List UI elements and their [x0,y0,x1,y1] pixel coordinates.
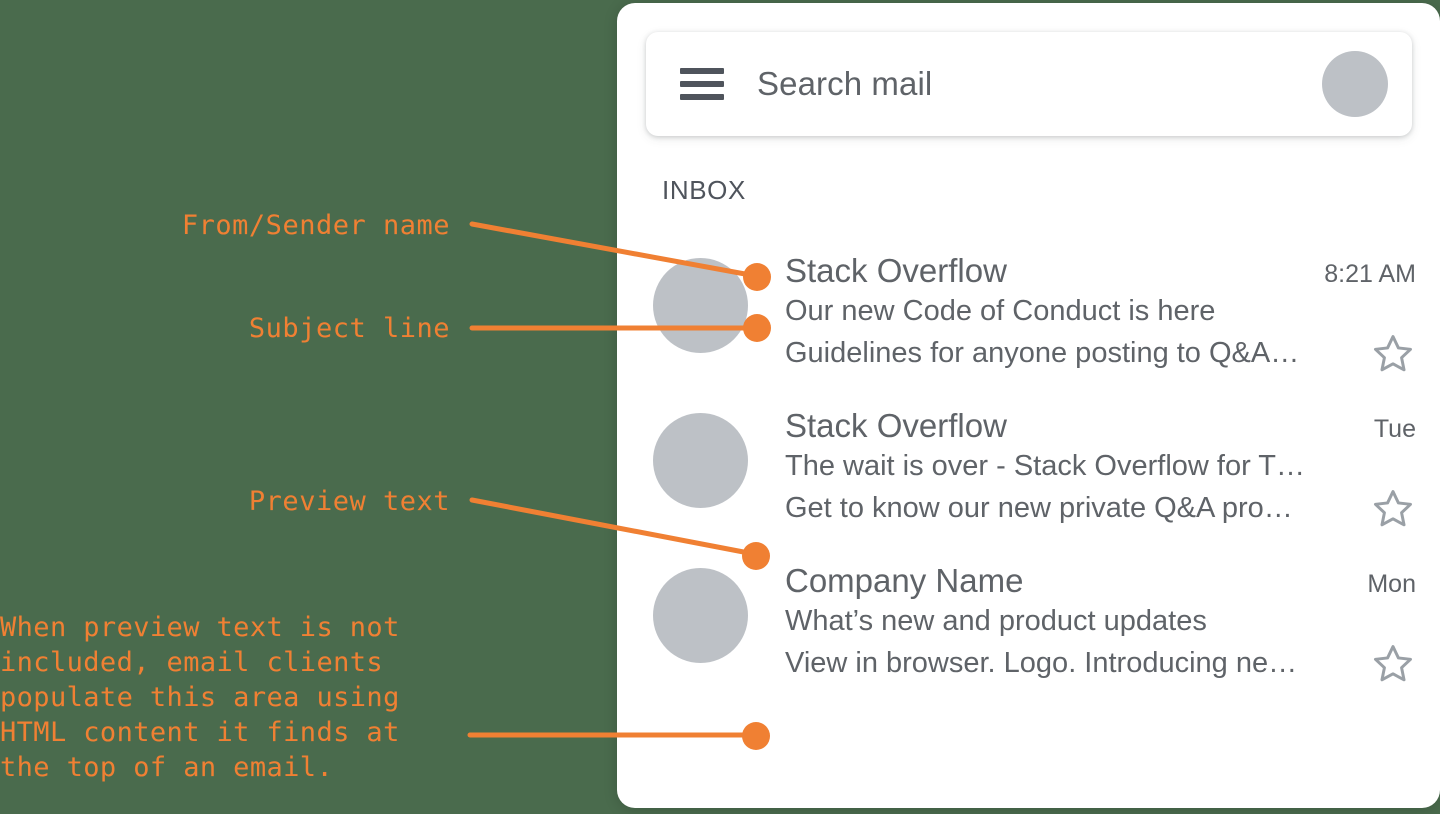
email-sender: Stack Overflow [785,407,1007,444]
hamburger-bar-3 [680,94,724,100]
email-subject: Our new Code of Conduct is here [785,295,1216,327]
email-header-line: Stack Overflow Tue [785,407,1424,445]
email-list-item[interactable]: Company Name Mon What’s new and product … [617,545,1440,700]
account-avatar[interactable] [1322,51,1388,117]
email-header-line: Stack Overflow 8:21 AM [785,252,1424,290]
star-icon[interactable] [1372,487,1414,529]
annotation-subject-line: Subject line [248,313,450,344]
annotation-from-sender: From/Sender name [181,210,450,241]
hamburger-bar-1 [680,68,724,74]
email-timestamp: Tue [1373,415,1416,443]
email-subject: What’s new and product updates [785,605,1207,637]
email-preview: Guidelines for anyone posting to Q&A… [785,336,1300,369]
email-timestamp: 8:21 AM [1324,260,1416,288]
email-preview-line: Get to know our new private Q&A pro… [785,487,1424,529]
email-content: Company Name Mon What’s new and product … [785,558,1424,684]
email-sender: Stack Overflow [785,252,1007,289]
email-sender: Company Name [785,562,1024,599]
search-input[interactable]: Search mail [757,65,933,102]
annotation-note: When preview text is not included, email… [0,612,400,783]
email-list: Stack Overflow 8:21 AM Our new Code of C… [617,235,1440,700]
search-bar[interactable]: Search mail [646,32,1412,136]
email-preview: View in browser. Logo. Introducing ne… [785,646,1298,679]
sender-avatar [653,568,748,663]
email-subject: The wait is over - Stack Overflow for T… [785,450,1305,482]
email-list-item[interactable]: Stack Overflow Tue The wait is over - St… [617,390,1440,545]
email-content: Stack Overflow 8:21 AM Our new Code of C… [785,248,1424,374]
star-icon[interactable] [1372,332,1414,374]
email-preview: Get to know our new private Q&A pro… [785,491,1293,524]
annotation-preview-text: Preview text [248,486,450,517]
email-content: Stack Overflow Tue The wait is over - St… [785,403,1424,529]
sender-avatar [653,258,748,353]
email-header-line: Company Name Mon [785,562,1424,600]
email-preview-line: View in browser. Logo. Introducing ne… [785,642,1424,684]
star-icon[interactable] [1372,642,1414,684]
hamburger-bar-2 [680,81,724,87]
mail-app-panel: Search mail INBOX Stack Overflow 8:21 AM… [617,3,1440,808]
email-timestamp: Mon [1367,570,1416,598]
hamburger-menu-icon[interactable] [680,68,724,100]
email-preview-line: Guidelines for anyone posting to Q&A… [785,332,1424,374]
inbox-label: INBOX [662,175,746,205]
email-list-item[interactable]: Stack Overflow 8:21 AM Our new Code of C… [617,235,1440,390]
sender-avatar [653,413,748,508]
